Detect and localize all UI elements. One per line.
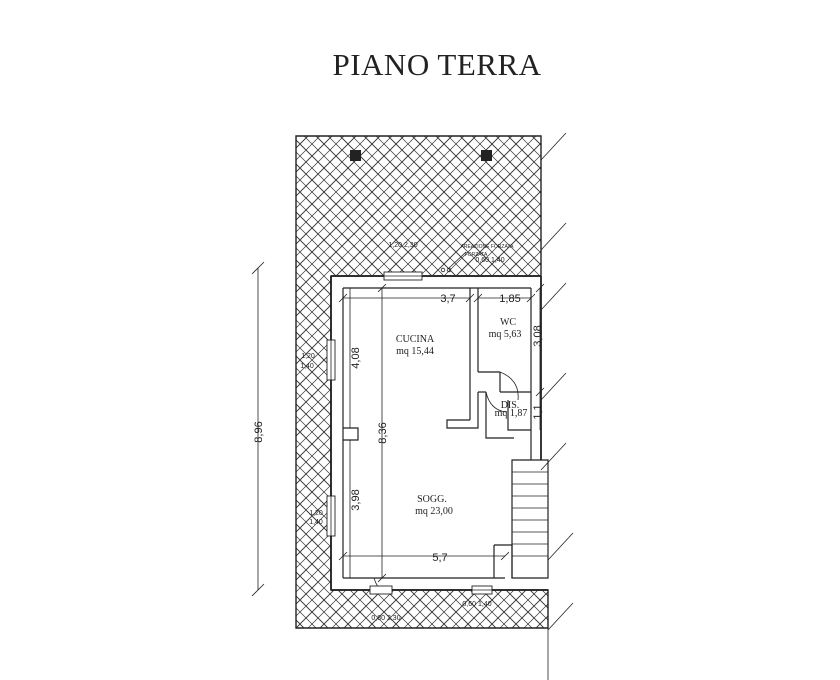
aeration-vent (440, 251, 467, 273)
dim-kitchen-height-label: 4,08 (350, 347, 362, 368)
room-cucina-name: CUCINA (396, 334, 435, 345)
dim-dis-height-label: 1,1 (532, 404, 544, 419)
dim-wc-width-label: 1,85 (499, 293, 520, 305)
page-title: PIANO TERRA (332, 47, 541, 82)
dim-overall-height-label: 8,96 (253, 421, 265, 442)
room-cucina-area: mq 15,44 (396, 346, 434, 357)
left-window-top-label-a: 1,20 (301, 353, 315, 360)
dim-kitchen-height: 4,08 (349, 288, 362, 428)
aeration-size-label: 0,60 1,40 (475, 257, 504, 264)
dim-kitchen-width: 3,7 (338, 293, 475, 305)
dim-kitchen-width-label: 3,7 (440, 293, 455, 305)
dim-living-width: 5,7 (338, 551, 510, 564)
windows (326, 271, 493, 595)
dim-wc-width: 1,85 (473, 293, 536, 305)
dim-living-height-label: 3,98 (350, 489, 362, 510)
paved-area (295, 135, 549, 629)
dim-wc-height: 3,08 (532, 283, 545, 397)
aeration-mini-label: FORZATA (465, 252, 488, 258)
left-window-top-label-b: 1,40 (300, 363, 314, 370)
section-cut-lines (540, 132, 574, 680)
room-dis-area: mq 1,87 (495, 408, 528, 419)
room-wc-area: mq 5,63 (489, 329, 522, 340)
dim-overall-height: 8,96 (251, 261, 265, 597)
staircase (493, 459, 549, 579)
aeration-label: AREAZIONE FORZATA (461, 244, 515, 250)
building-walls (330, 275, 548, 591)
dim-inner-height: 8,36 (377, 283, 389, 583)
pillar-right (481, 150, 492, 161)
bottom-door-label: 0,80 2,30 (371, 615, 400, 622)
dim-inner-height-label: 8,36 (377, 422, 389, 443)
dim-living-height: 3,98 (349, 440, 362, 578)
dim-living-width-label: 5,7 (432, 552, 447, 564)
dim-dis-height: 1,1 (532, 392, 544, 430)
room-sogg-name: SOGG. (417, 494, 447, 505)
left-window-bottom-label-b: 1,40 (309, 519, 323, 526)
bottom-window-label: 0,60 1,40 (462, 601, 491, 608)
top-window-label: 1,20 2,30 (388, 242, 417, 249)
dim-wc-height-label: 3,08 (532, 325, 544, 346)
room-wc-name: WC (500, 317, 516, 328)
pillar-left (350, 150, 361, 161)
room-sogg-area: mq 23,00 (415, 506, 453, 517)
room-dis-name: DIS. (501, 400, 520, 411)
left-window-bottom-label-a: 1,20 (309, 510, 323, 517)
